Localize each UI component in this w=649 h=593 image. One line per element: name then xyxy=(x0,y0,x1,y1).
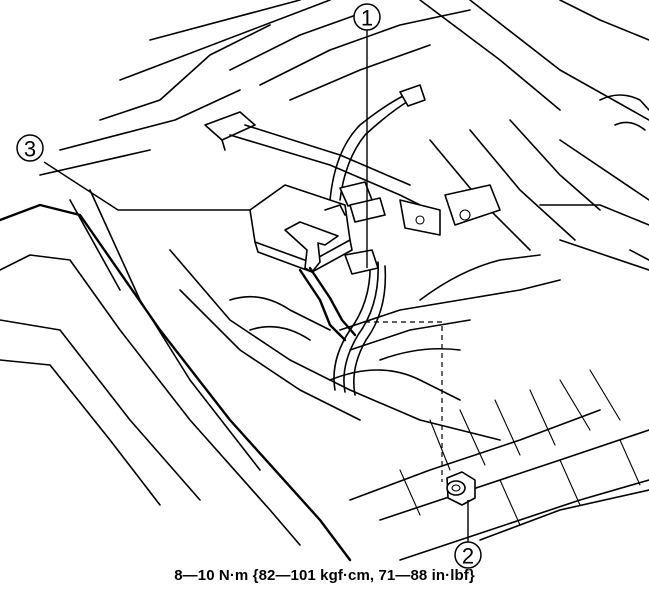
floor-tunnel xyxy=(169,249,561,441)
bolt-alignment-line xyxy=(365,321,443,482)
callout-3-leader xyxy=(43,161,250,211)
callout-3-number: 3 xyxy=(24,137,36,162)
callout-2-number: 2 xyxy=(462,544,474,569)
callout-1: 1 xyxy=(353,3,381,31)
right-frame-lines xyxy=(429,94,649,271)
control-module xyxy=(249,184,379,342)
wiring-harness xyxy=(329,84,426,396)
mounting-bolt xyxy=(446,471,476,506)
torque-specification: 8—10 N·m {82—101 kgf·cm, 71—88 in·lbf} xyxy=(174,567,475,584)
left-body-panel xyxy=(0,189,352,562)
upper-bracket xyxy=(204,111,501,236)
callout-2: 2 xyxy=(454,541,482,569)
callout-1-number: 1 xyxy=(361,6,373,31)
lower-right-ribs xyxy=(349,369,649,561)
callout-3: 3 xyxy=(16,134,44,162)
upper-frame-lines xyxy=(39,0,649,176)
